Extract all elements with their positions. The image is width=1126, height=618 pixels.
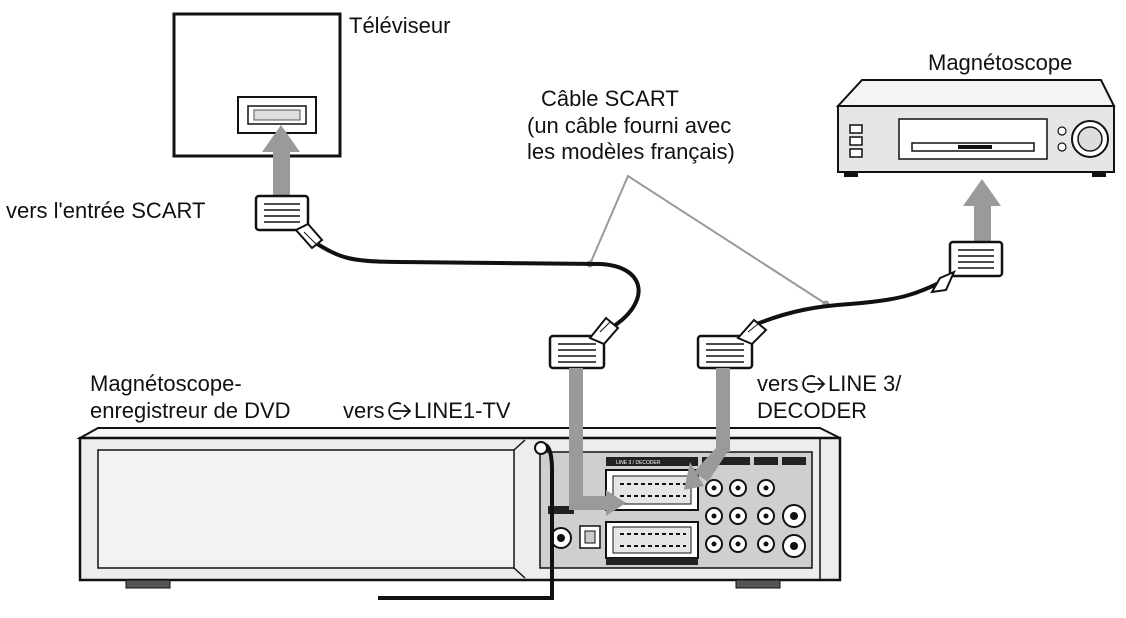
tv <box>172 12 342 158</box>
line3-arrow <box>684 368 730 490</box>
vcr-label: Magnétoscope <box>928 50 1072 75</box>
scart-plug-tv <box>254 194 324 250</box>
line3-label-line2: DECODER <box>757 398 867 423</box>
scart-cable-vcr <box>751 278 946 328</box>
tv-arrow <box>262 125 300 197</box>
cable-callout <box>586 174 830 308</box>
scart-plug-vcr <box>930 240 1004 294</box>
line1-name: LINE1-TV <box>414 398 511 423</box>
line3-name: LINE 3/ <box>828 371 902 396</box>
vcr <box>835 79 1116 177</box>
line-input-arrow-icon <box>802 375 826 393</box>
line3-prefix: vers <box>757 371 799 396</box>
line1-arrow <box>569 368 626 516</box>
scart-input-label: vers l'entrée SCART <box>6 198 205 223</box>
recorder-label-line1: Magnétoscope- <box>90 371 242 396</box>
cable-label-line3: les modèles français) <box>527 139 735 164</box>
svg-text:LINE 3 / DECODER: LINE 3 / DECODER <box>616 460 661 466</box>
power-cord <box>378 441 554 600</box>
scart-plug-line3 <box>696 318 768 370</box>
vcr-arrow <box>963 179 1001 245</box>
scart-cable-tv <box>312 240 641 328</box>
line1-prefix: vers <box>343 398 385 423</box>
line-input-arrow-icon <box>388 402 412 420</box>
tv-label: Téléviseur <box>349 13 450 38</box>
cable-label-line2: (un câble fourni avec <box>527 113 731 138</box>
scart-plug-line1 <box>548 316 620 370</box>
recorder-label-line2: enregistreur de DVD <box>90 398 291 423</box>
cable-label-line1: Câble SCART <box>541 86 679 111</box>
